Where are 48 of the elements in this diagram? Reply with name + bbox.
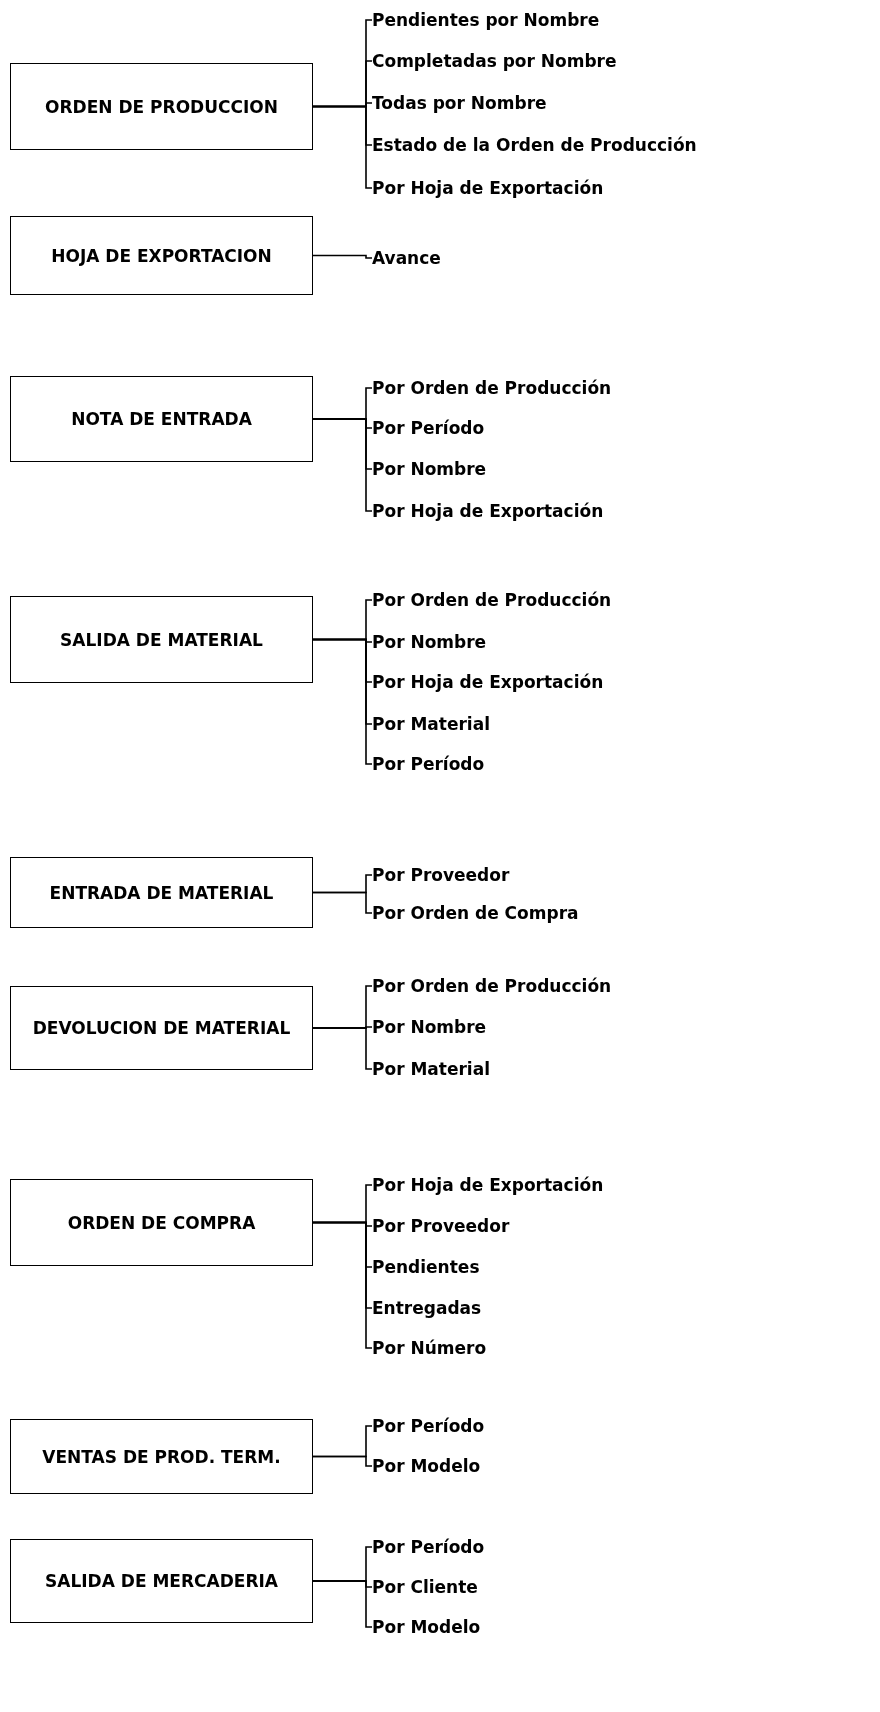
report-option-text: Por Período — [372, 753, 485, 775]
report-option-text: Todas por Nombre — [372, 92, 547, 114]
report-category-box: ORDEN DE PRODUCCION — [10, 63, 313, 150]
report-option-text: Por Orden de Producción — [372, 589, 612, 611]
report-option-text: Por Nombre — [372, 631, 487, 653]
report-option-text: Estado de la Orden de Producción — [372, 134, 697, 156]
report-category-box: SALIDA DE MATERIAL — [10, 596, 313, 683]
connector-line — [312, 418, 373, 512]
report-option-text: Avance — [372, 247, 441, 269]
report-category-box: SALIDA DE MERCADERIA — [10, 1539, 313, 1623]
report-option-text: Pendientes — [372, 1256, 480, 1278]
connector-line — [312, 638, 373, 765]
connector-line — [312, 105, 373, 189]
report-category-box: NOTA DE ENTRADA — [10, 376, 313, 462]
report-option-text: Por Material — [372, 1058, 490, 1080]
report-option-text: Por Cliente — [372, 1576, 478, 1598]
connector-line — [312, 1580, 373, 1628]
report-option-text: Por Nombre — [372, 458, 487, 480]
report-option-text: Por Hoja de Exportación — [372, 500, 604, 522]
report-option-text: Por Orden de Producción — [372, 377, 612, 399]
report-option-text: Por Proveedor — [372, 1215, 510, 1237]
report-option-text: Por Modelo — [372, 1455, 481, 1477]
report-option-text: Por Hoja de Exportación — [372, 177, 604, 199]
report-category-box: ENTRADA DE MATERIAL — [10, 857, 313, 928]
report-option-text: Por Nombre — [372, 1016, 487, 1038]
report-option-text: Entregadas — [372, 1297, 482, 1319]
report-category-box: DEVOLUCION DE MATERIAL — [10, 986, 313, 1070]
report-option-text: Pendientes por Nombre — [372, 9, 600, 31]
report-category-box: ORDEN DE COMPRA — [10, 1179, 313, 1266]
connector-line — [312, 254, 373, 259]
report-option-text: Completadas por Nombre — [372, 50, 617, 72]
report-option-text: Por Número — [372, 1337, 487, 1359]
report-option-text: Por Período — [372, 1415, 485, 1437]
connector-line — [312, 1027, 373, 1070]
report-option-text: Por Período — [372, 1536, 485, 1558]
report-option-text: Por Hoja de Exportación — [372, 671, 604, 693]
connector-line — [312, 1455, 373, 1467]
report-option-text: Por Hoja de Exportación — [372, 1174, 604, 1196]
report-option-text: Por Material — [372, 713, 490, 735]
report-option-text: Por Proveedor — [372, 864, 510, 886]
report-category-box: HOJA DE EXPORTACION — [10, 216, 313, 295]
report-option-text: Por Modelo — [372, 1616, 481, 1638]
report-option-text: Por Orden de Producción — [372, 975, 612, 997]
report-option-text: Por Período — [372, 417, 485, 439]
connector-line — [312, 1221, 373, 1349]
report-category-box: VENTAS DE PROD. TERM. — [10, 1419, 313, 1494]
connector-line — [312, 891, 373, 914]
report-option-text: Por Orden de Compra — [372, 902, 579, 924]
